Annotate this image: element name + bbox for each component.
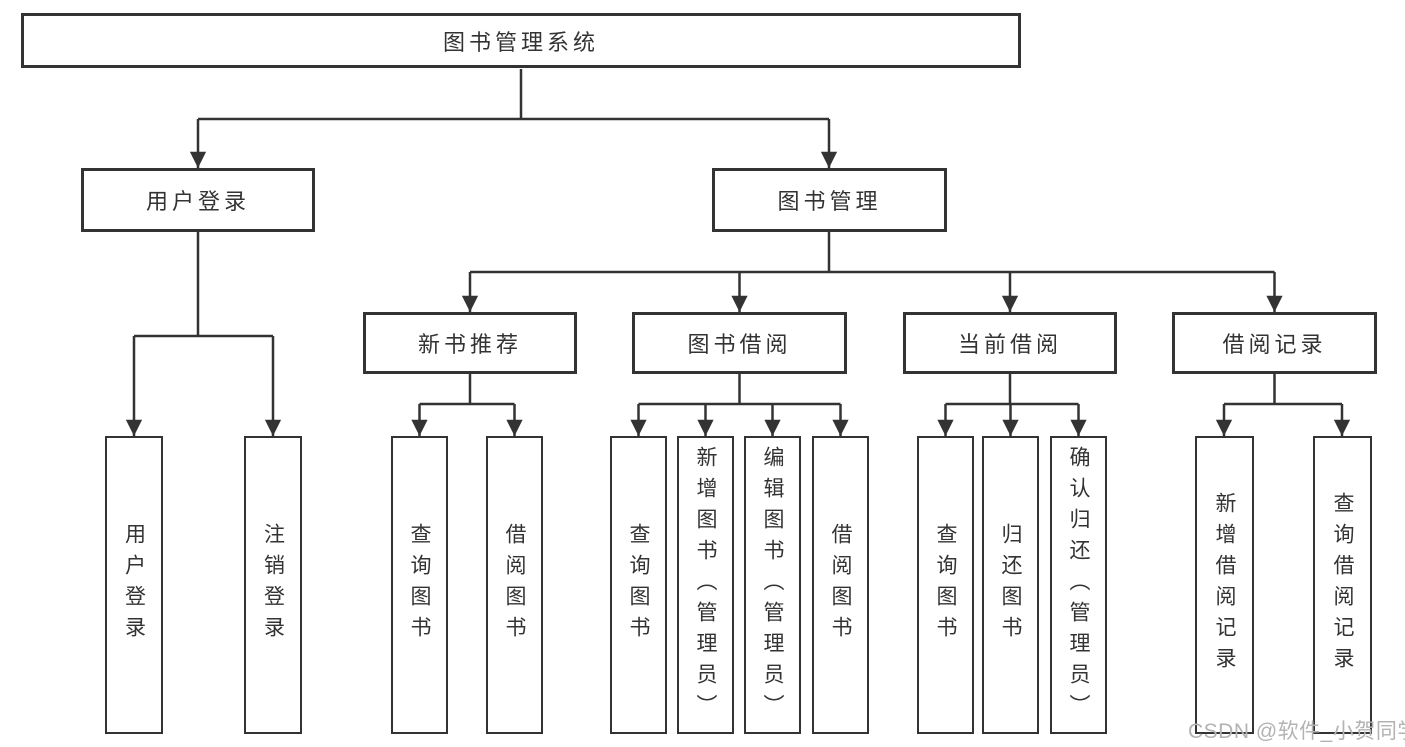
leaf-records-add-record: 新增借阅记录 bbox=[1195, 436, 1254, 734]
leaf-current-return-books: 归还图书 bbox=[982, 436, 1039, 734]
leaf-borrow-add-books-admin: 新增图书（管理员） bbox=[677, 436, 734, 734]
node-new-book-recommend: 新书推荐 bbox=[363, 312, 577, 374]
leaf-newbook-query-books: 查询图书 bbox=[391, 436, 448, 734]
node-user-login-label: 用户登录 bbox=[145, 189, 250, 214]
leaf-borrow-borrow-books: 借阅图书 bbox=[812, 436, 869, 734]
node-user-login: 用户登录 bbox=[81, 168, 315, 232]
leaf-user-login: 用户登录 bbox=[105, 436, 163, 734]
leaf-newbook-borrow-books: 借阅图书 bbox=[486, 436, 543, 734]
node-book-borrow-label: 图书借阅 bbox=[687, 332, 792, 357]
leaf-borrow-edit-books-admin: 编辑图书（管理员） bbox=[744, 436, 801, 734]
node-book-management-label: 图书管理 bbox=[777, 189, 882, 214]
node-library-system: 图书管理系统 bbox=[21, 13, 1021, 68]
node-borrow-records-label: 借阅记录 bbox=[1222, 332, 1327, 357]
node-book-management: 图书管理 bbox=[712, 168, 947, 232]
leaf-current-query-books: 查询图书 bbox=[917, 436, 974, 734]
node-current-borrow: 当前借阅 bbox=[903, 312, 1117, 374]
node-book-borrow: 图书借阅 bbox=[632, 312, 847, 374]
node-current-borrow-label: 当前借阅 bbox=[957, 332, 1062, 357]
node-borrow-records: 借阅记录 bbox=[1172, 312, 1377, 374]
leaf-records-query-record: 查询借阅记录 bbox=[1313, 436, 1372, 734]
leaf-borrow-query-books: 查询图书 bbox=[610, 436, 667, 734]
leaf-logout-login: 注销登录 bbox=[244, 436, 302, 734]
leaf-current-confirm-return-admin: 确认归还（管理员） bbox=[1050, 436, 1107, 734]
node-new-book-recommend-label: 新书推荐 bbox=[417, 332, 522, 357]
node-library-system-label: 图书管理系统 bbox=[442, 29, 599, 55]
csdn-watermark: CSDN @软件_小贺同学 bbox=[1188, 720, 1405, 743]
